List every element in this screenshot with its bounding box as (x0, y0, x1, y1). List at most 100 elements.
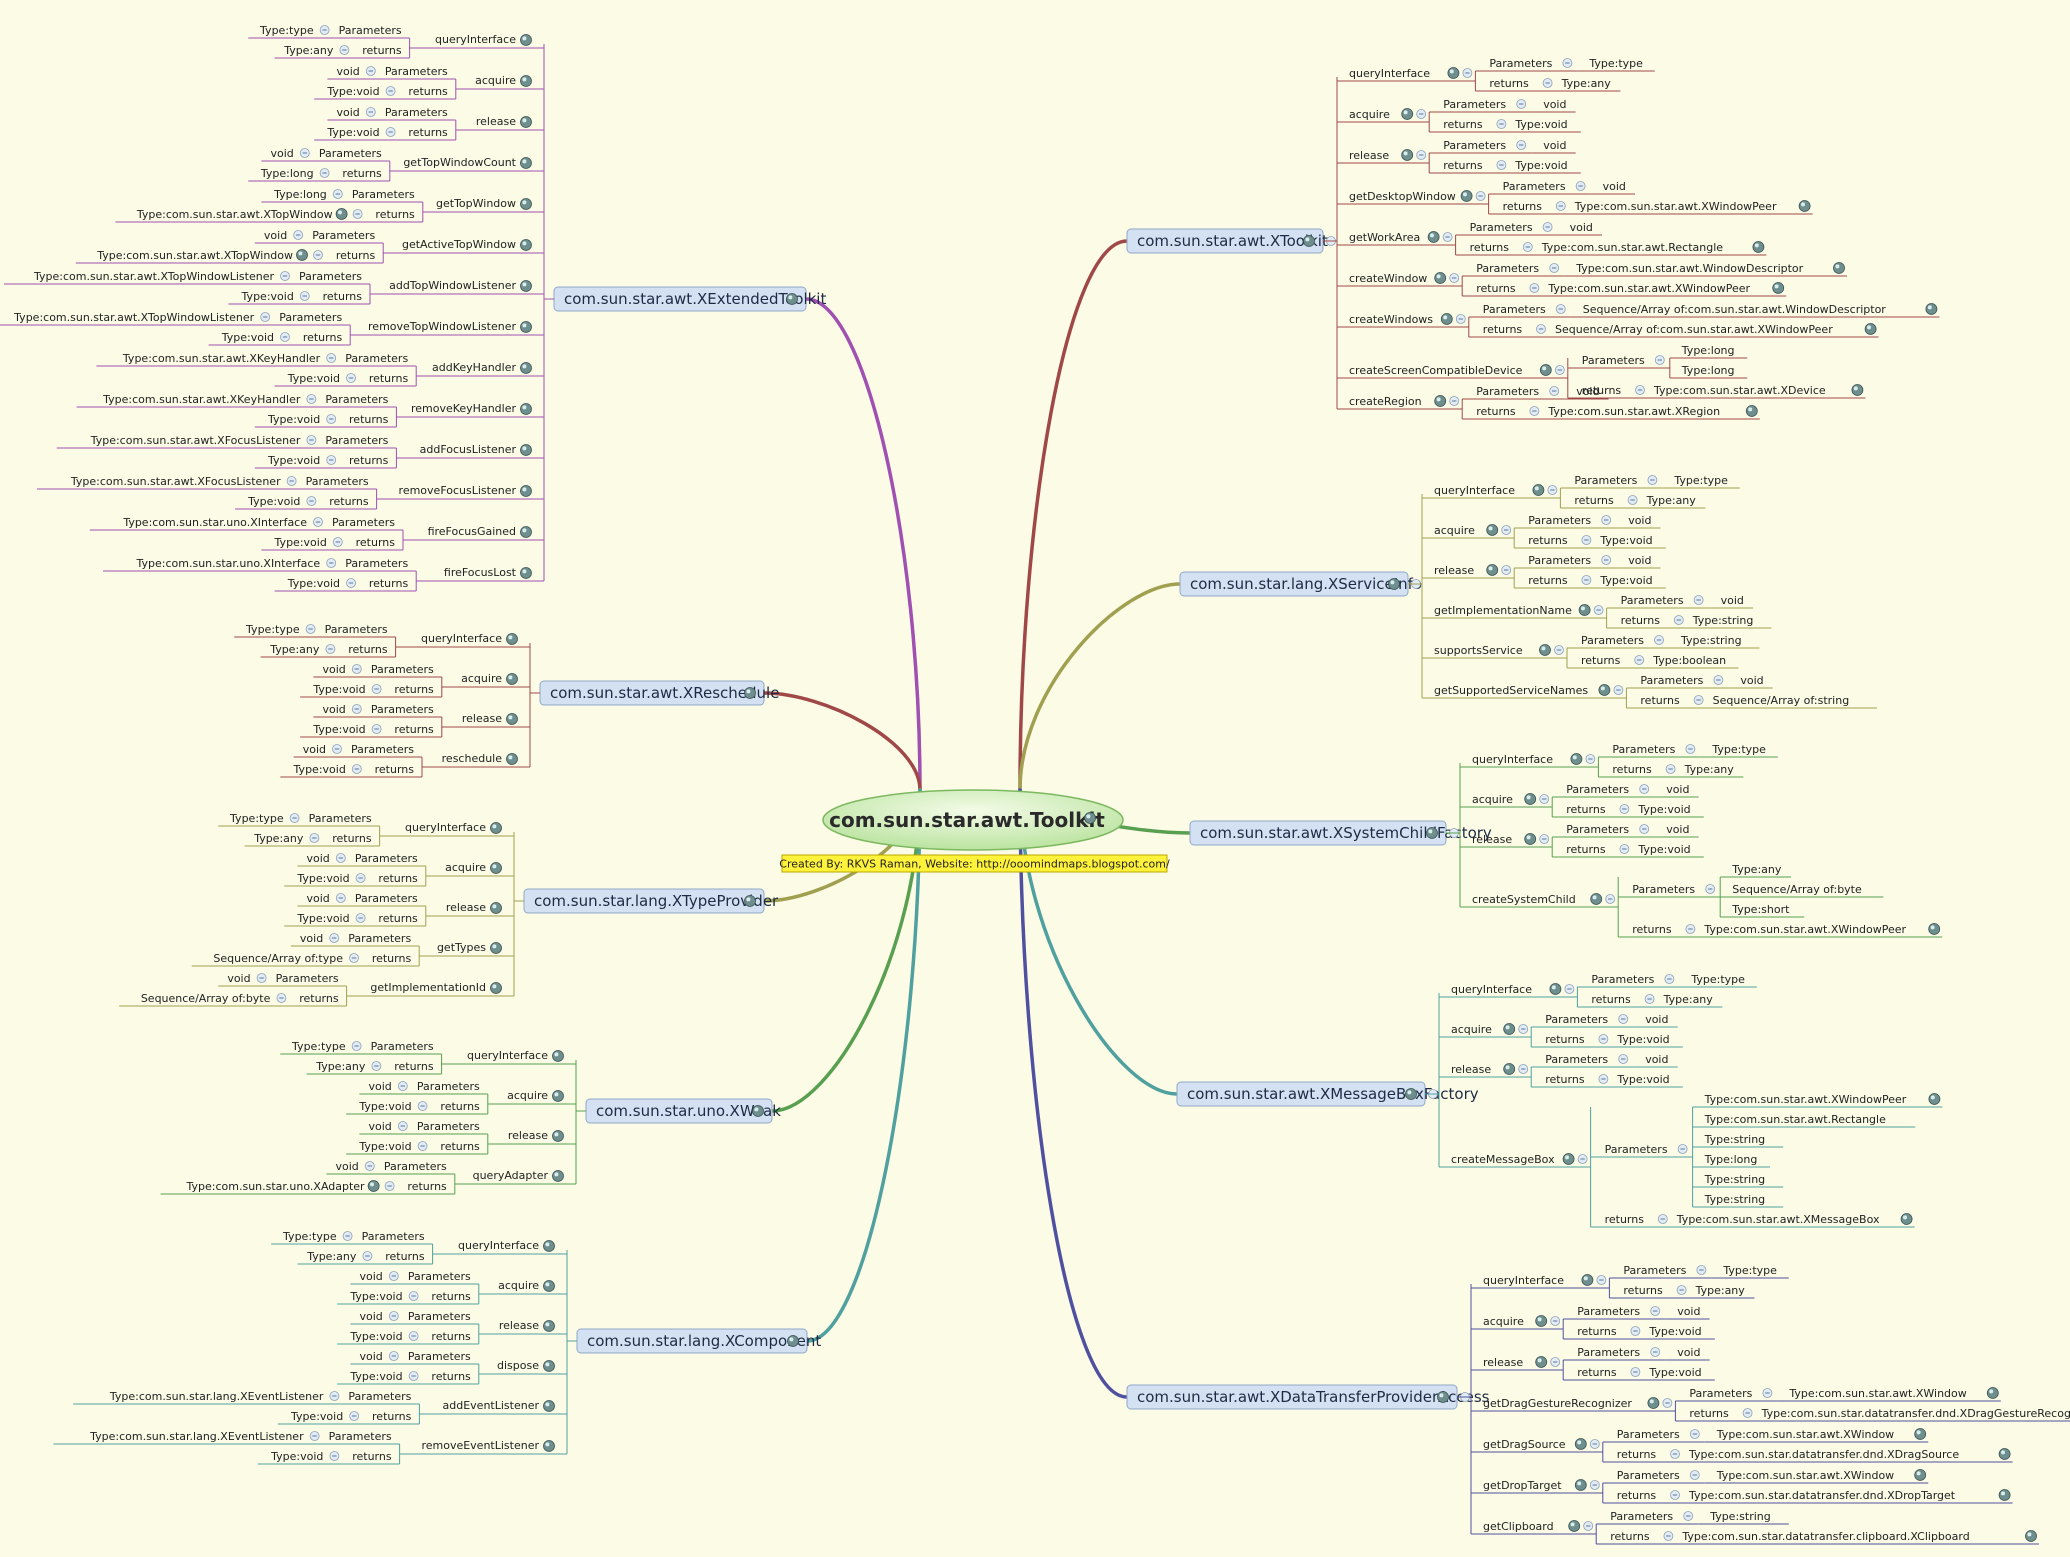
globe-icon[interactable] (543, 1320, 555, 1332)
globe-icon[interactable] (1900, 1213, 1913, 1225)
collapse-icon[interactable] (1449, 396, 1460, 406)
globe-icon[interactable] (520, 280, 532, 292)
collapse-icon[interactable] (1601, 555, 1612, 565)
collapse-icon[interactable] (1536, 324, 1546, 334)
globe-icon[interactable] (1447, 67, 1460, 79)
collapse-icon[interactable] (342, 1231, 353, 1241)
globe-icon[interactable] (1833, 262, 1845, 274)
globe-icon[interactable] (1524, 833, 1537, 845)
globe-icon[interactable] (552, 1090, 564, 1102)
globe-icon[interactable] (744, 895, 756, 907)
collapse-icon[interactable] (309, 833, 320, 843)
collapse-icon[interactable] (1542, 78, 1553, 88)
globe-icon[interactable] (1925, 303, 1938, 315)
globe-icon[interactable] (1914, 1469, 1927, 1481)
collapse-icon[interactable] (1501, 525, 1512, 535)
collapse-icon[interactable] (1522, 242, 1533, 252)
collapse-icon[interactable] (1589, 1439, 1600, 1449)
collapse-icon[interactable] (1564, 984, 1575, 994)
collapse-icon[interactable] (384, 1181, 395, 1191)
globe-icon[interactable] (552, 1130, 564, 1142)
globe-icon[interactable] (520, 526, 532, 538)
interface-node[interactable]: com.sun.star.awt.XToolkit (1126, 228, 1328, 254)
globe-icon[interactable] (543, 1280, 555, 1292)
globe-icon[interactable] (520, 239, 532, 251)
collapse-icon[interactable] (1462, 68, 1473, 78)
globe-icon[interactable] (552, 1050, 564, 1062)
collapse-icon[interactable] (1634, 655, 1645, 665)
collapse-icon[interactable] (388, 1311, 399, 1321)
collapse-icon[interactable] (332, 744, 342, 754)
globe-icon[interactable] (1437, 1391, 1449, 1403)
globe-icon[interactable] (1486, 524, 1499, 536)
collapse-icon[interactable] (339, 45, 350, 55)
collapse-icon[interactable] (299, 148, 310, 158)
globe-icon[interactable] (1434, 395, 1447, 407)
globe-icon[interactable] (1864, 323, 1877, 335)
collapse-icon[interactable] (417, 1141, 428, 1151)
globe-icon[interactable] (520, 362, 532, 374)
collapse-icon[interactable] (1496, 119, 1507, 129)
globe-icon[interactable] (1434, 272, 1447, 284)
collapse-icon[interactable] (1562, 58, 1573, 68)
collapse-icon[interactable] (1654, 635, 1664, 645)
collapse-icon[interactable] (1627, 495, 1638, 505)
collapse-icon[interactable] (332, 537, 343, 547)
globe-icon[interactable] (1752, 241, 1765, 253)
collapse-icon[interactable] (306, 435, 317, 445)
collapse-icon[interactable] (1662, 1398, 1673, 1408)
globe-icon[interactable] (1524, 793, 1537, 805)
collapse-icon[interactable] (364, 1161, 375, 1171)
collapse-icon[interactable] (1542, 222, 1553, 232)
collapse-icon[interactable] (1596, 1275, 1607, 1285)
collapse-icon[interactable] (388, 1351, 399, 1361)
interface-node[interactable]: com.sun.star.awt.XDataTransferProviderAc… (1126, 1384, 1490, 1410)
collapse-icon[interactable] (1475, 191, 1486, 201)
globe-icon[interactable] (1574, 1438, 1587, 1450)
collapse-icon[interactable] (352, 209, 363, 219)
globe-icon[interactable] (1426, 827, 1438, 839)
collapse-icon[interactable] (1630, 1367, 1641, 1377)
collapse-icon[interactable] (1581, 535, 1592, 545)
globe-icon[interactable] (1401, 108, 1414, 120)
collapse-icon[interactable] (1673, 615, 1684, 625)
collapse-icon[interactable] (1685, 744, 1696, 754)
collapse-icon[interactable] (326, 414, 337, 424)
globe-icon[interactable] (1928, 1093, 1941, 1105)
collapse-icon[interactable] (1613, 685, 1624, 695)
globe-icon[interactable] (1503, 1063, 1516, 1075)
collapse-icon[interactable] (1713, 675, 1724, 685)
globe-icon[interactable] (1486, 564, 1499, 576)
globe-icon[interactable] (1772, 282, 1785, 294)
globe-icon[interactable] (367, 1180, 380, 1192)
collapse-icon[interactable] (1670, 1490, 1680, 1500)
collapse-icon[interactable] (326, 455, 337, 465)
collapse-icon[interactable] (1650, 1347, 1661, 1357)
interface-node[interactable]: com.sun.star.awt.XReschedule (539, 680, 779, 706)
collapse-icon[interactable] (329, 933, 340, 943)
interface-node[interactable]: com.sun.star.awt.XMessageBoxFactory (1176, 1081, 1479, 1107)
globe-icon[interactable] (1581, 1274, 1594, 1286)
collapse-icon[interactable] (1635, 385, 1645, 395)
collapse-icon[interactable] (1547, 485, 1558, 495)
globe-icon[interactable] (520, 485, 532, 497)
collapse-icon[interactable] (1685, 924, 1696, 934)
globe-icon[interactable] (506, 713, 518, 725)
globe-icon[interactable] (490, 862, 502, 874)
globe-icon[interactable] (1647, 1397, 1660, 1409)
globe-icon[interactable] (296, 249, 308, 261)
collapse-icon[interactable] (1516, 99, 1527, 109)
collapse-icon[interactable] (1689, 1470, 1700, 1480)
collapse-icon[interactable] (1693, 695, 1704, 705)
globe-icon[interactable] (335, 208, 348, 220)
globe-icon[interactable] (1532, 484, 1545, 496)
collapse-icon[interactable] (329, 1451, 340, 1461)
collapse-icon[interactable] (417, 1101, 428, 1111)
collapse-icon[interactable] (280, 332, 290, 342)
collapse-icon[interactable] (1601, 515, 1612, 525)
globe-icon[interactable] (1798, 200, 1811, 212)
globe-icon[interactable] (520, 34, 532, 46)
collapse-icon[interactable] (362, 1251, 373, 1261)
collapse-icon[interactable] (1639, 824, 1650, 834)
collapse-icon[interactable] (1705, 884, 1716, 894)
